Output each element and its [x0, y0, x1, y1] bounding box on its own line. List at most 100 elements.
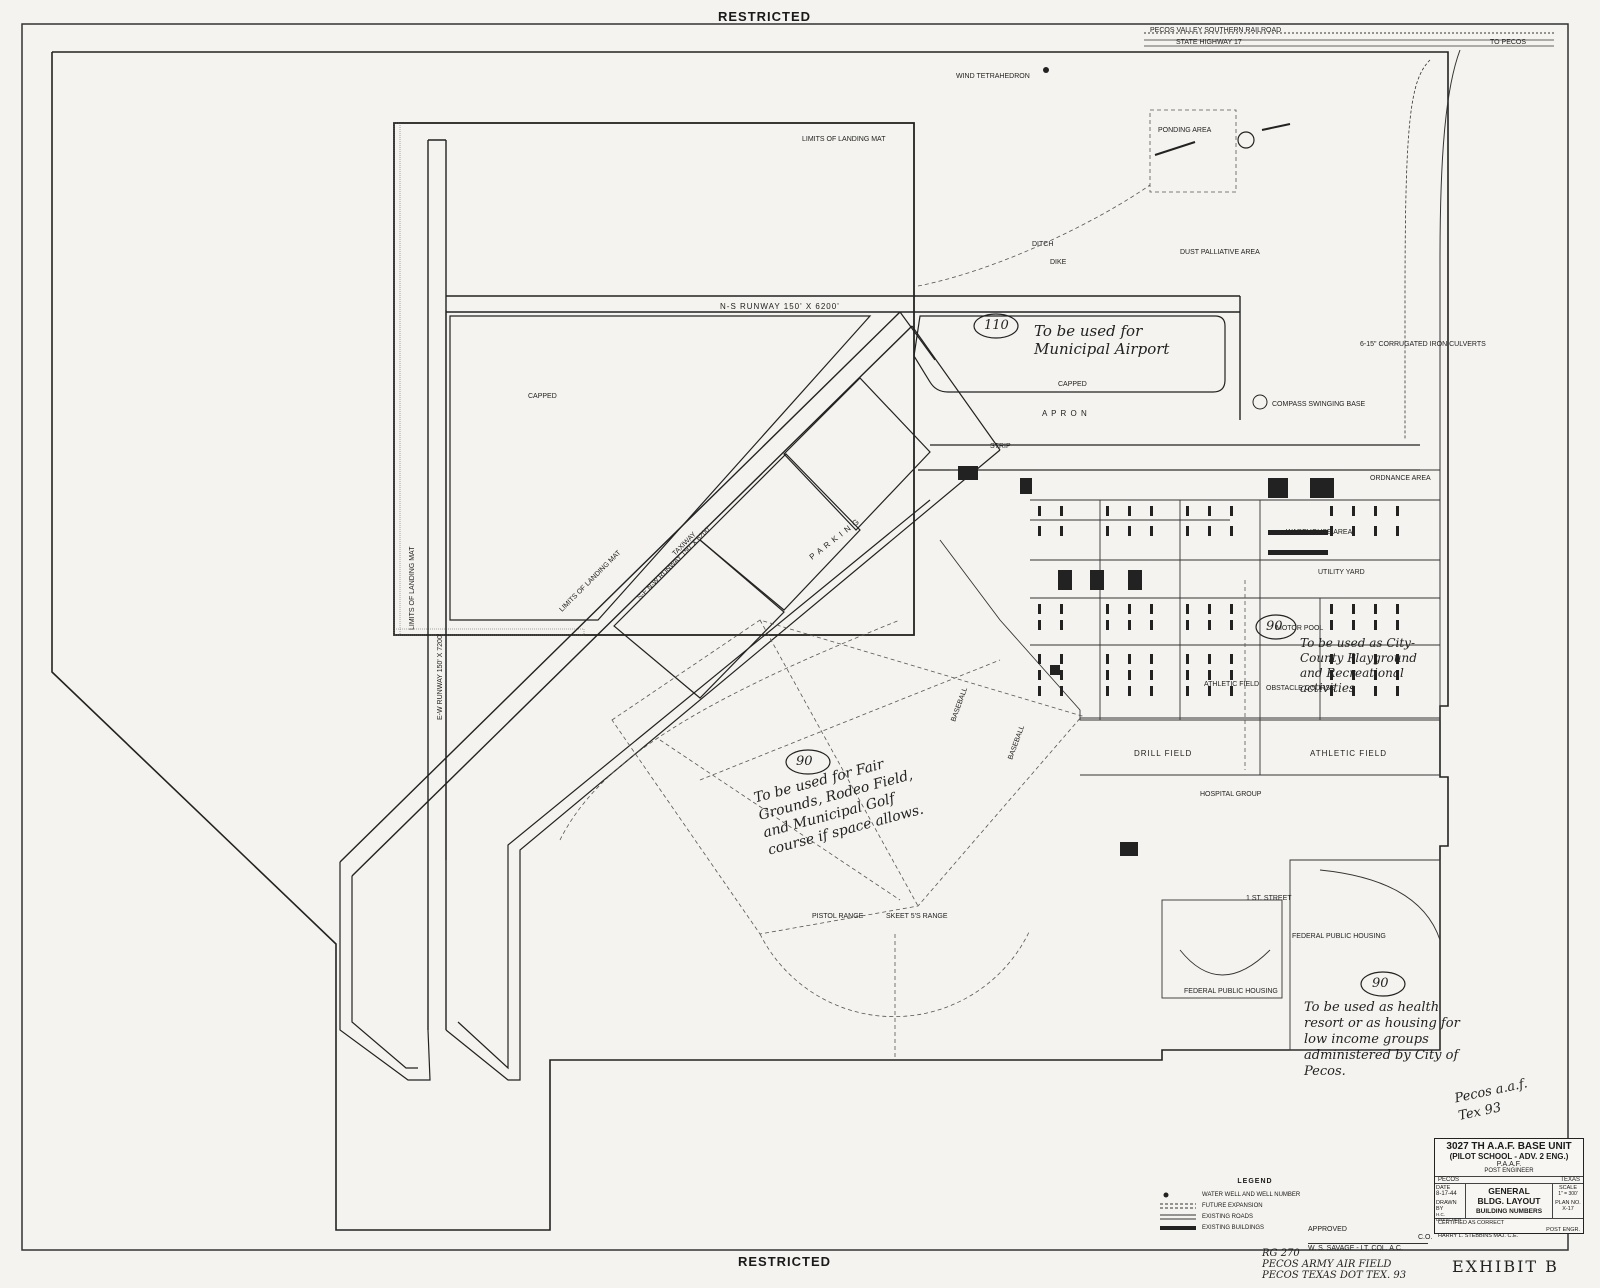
motor-pool-label: MOTOR POOL	[1276, 625, 1323, 632]
pistol-label: PISTOL RANGE	[812, 913, 864, 920]
fed-housing-label-1: FEDERAL PUBLIC HOUSING	[1184, 988, 1278, 995]
barracks-building	[1374, 686, 1377, 696]
barracks-building	[1396, 620, 1399, 630]
barracks-building	[1060, 670, 1063, 680]
legend-item: EXISTING BUILDINGS	[1160, 1222, 1350, 1233]
ns-runway	[446, 295, 1241, 420]
barracks-building	[1208, 654, 1211, 664]
solid-bar-icon	[1160, 1224, 1196, 1232]
barracks-building	[1208, 670, 1211, 680]
barracks-building	[1060, 620, 1063, 630]
barracks-building	[1230, 506, 1233, 516]
barracks-building	[1106, 620, 1109, 630]
ordnance-label: ORDNANCE AREA	[1370, 475, 1431, 482]
railroad-label: PECOS VALLEY SOUTHERN RAILROAD	[1150, 27, 1281, 34]
barracks-building	[1060, 654, 1063, 664]
post-engr-label: POST ENGR.	[1546, 1227, 1580, 1233]
barracks-building	[1038, 604, 1041, 614]
highway-label: STATE HIGHWAY 17	[1176, 39, 1242, 46]
barracks-building	[1106, 604, 1109, 614]
barracks-building	[1230, 620, 1233, 630]
barracks-building	[1330, 604, 1333, 614]
engineer-name: HARRY L. STEBBINS MAJ. C.E.	[1438, 1233, 1519, 1239]
barracks-building	[1208, 620, 1211, 630]
barracks-building	[1230, 670, 1233, 680]
future-expansion	[559, 109, 1246, 1060]
date-value: 8-17-44	[1436, 1191, 1457, 1197]
ditch-label: DITCH	[1032, 241, 1053, 248]
legend-item: EXISTING ROADS	[1160, 1211, 1350, 1222]
barracks-building	[1106, 670, 1109, 680]
legend-item-label: EXISTING BUILDINGS	[1202, 1224, 1265, 1231]
barracks-building	[1374, 604, 1377, 614]
barracks-building	[1374, 506, 1377, 516]
barracks-building	[1060, 686, 1063, 696]
barracks-building	[1230, 686, 1233, 696]
state-label: TEXAS	[1560, 1177, 1580, 1183]
legend-item-label: WATER WELL AND WELL NUMBER	[1202, 1191, 1301, 1198]
barracks-building	[1396, 686, 1399, 696]
barracks-building	[1150, 526, 1153, 536]
barracks-building	[1374, 670, 1377, 680]
barracks-building	[1186, 620, 1189, 630]
double-line-icon	[1160, 1213, 1196, 1221]
barracks-building	[1038, 620, 1041, 630]
legend: LEGEND WATER WELL AND WELL NUMBER FUTURE…	[1160, 1178, 1350, 1233]
approval: APPROVED C.O. W. S. SAVAGE - LT. COL. A.…	[1308, 1226, 1432, 1252]
barracks-building	[1208, 506, 1211, 516]
ns-runway-label: N-S RUNWAY 150' X 6200'	[720, 302, 840, 311]
barracks-building	[1208, 526, 1211, 536]
barracks-building	[1128, 620, 1131, 630]
barracks-building	[1374, 654, 1377, 664]
barracks-building	[1352, 506, 1355, 516]
barracks-building	[1208, 604, 1211, 614]
cantonment-grid	[939, 469, 1441, 776]
barracks-building	[1128, 506, 1131, 516]
wind-label: WIND TETRAHEDRON	[956, 73, 1030, 80]
barracks-building	[1150, 686, 1153, 696]
warehouse-label: WAREHOUSE AREA	[1286, 529, 1353, 536]
taxiways	[339, 310, 1001, 1081]
rg-line-1: RG 270	[1262, 1248, 1300, 1259]
rg-line-3: PECOS TEXAS DOT TEX. 93	[1262, 1270, 1407, 1281]
barracks-building	[1106, 654, 1109, 664]
barracks-building	[1330, 686, 1333, 696]
barracks-building	[1150, 506, 1153, 516]
barracks-building	[1330, 526, 1333, 536]
rg-note: RG 270 PECOS ARMY AIR FIELD PECOS TEXAS …	[1262, 1248, 1406, 1281]
barracks-building	[1128, 604, 1131, 614]
dashed-line-icon	[1160, 1202, 1196, 1210]
buildings	[958, 466, 1334, 856]
health-number: 90	[1372, 976, 1389, 991]
barracks-building	[1374, 620, 1377, 630]
housing-area	[1161, 859, 1441, 1051]
capped-label-2: CAPPED	[1058, 381, 1087, 388]
obstacle-label: OBSTACLE COURSE	[1266, 685, 1335, 692]
barracks-building	[1396, 654, 1399, 664]
post-engineer-label: POST ENGINEER	[1484, 1168, 1534, 1174]
barracks-building	[1038, 526, 1041, 536]
barracks-building	[1352, 620, 1355, 630]
plan-value: X-17	[1562, 1206, 1574, 1212]
plan-label: PLAN NO.	[1555, 1200, 1581, 1206]
senw-runway	[339, 311, 913, 877]
barracks-building	[1106, 506, 1109, 516]
drill-label: DRILL FIELD	[1134, 749, 1192, 758]
barracks-building	[1396, 506, 1399, 516]
barracks-building	[1396, 604, 1399, 614]
culverts-label: 6-15" CORRUGATED IRON CULVERTS	[1360, 341, 1486, 348]
athletic-small-label: ATHLETIC FIELD	[1204, 681, 1259, 688]
legend-item-label: FUTURE EXPANSION	[1202, 1202, 1263, 1209]
scale-label: SCALE	[1558, 1185, 1578, 1191]
wind-tetrahedron-icon	[1043, 67, 1049, 73]
compass-label: COMPASS SWINGING BASE	[1272, 401, 1366, 408]
dust-label: DUST PALLIATIVE AREA	[1180, 249, 1260, 256]
compass-base-icon	[1252, 394, 1268, 410]
annotation-circles	[785, 313, 1406, 997]
barracks-building	[1060, 526, 1063, 536]
landing-mat	[393, 122, 915, 636]
base-boundary	[51, 51, 1449, 1231]
strip-label: STRIP	[990, 443, 1011, 450]
hospital-label: HOSPITAL GROUP	[1200, 791, 1262, 798]
